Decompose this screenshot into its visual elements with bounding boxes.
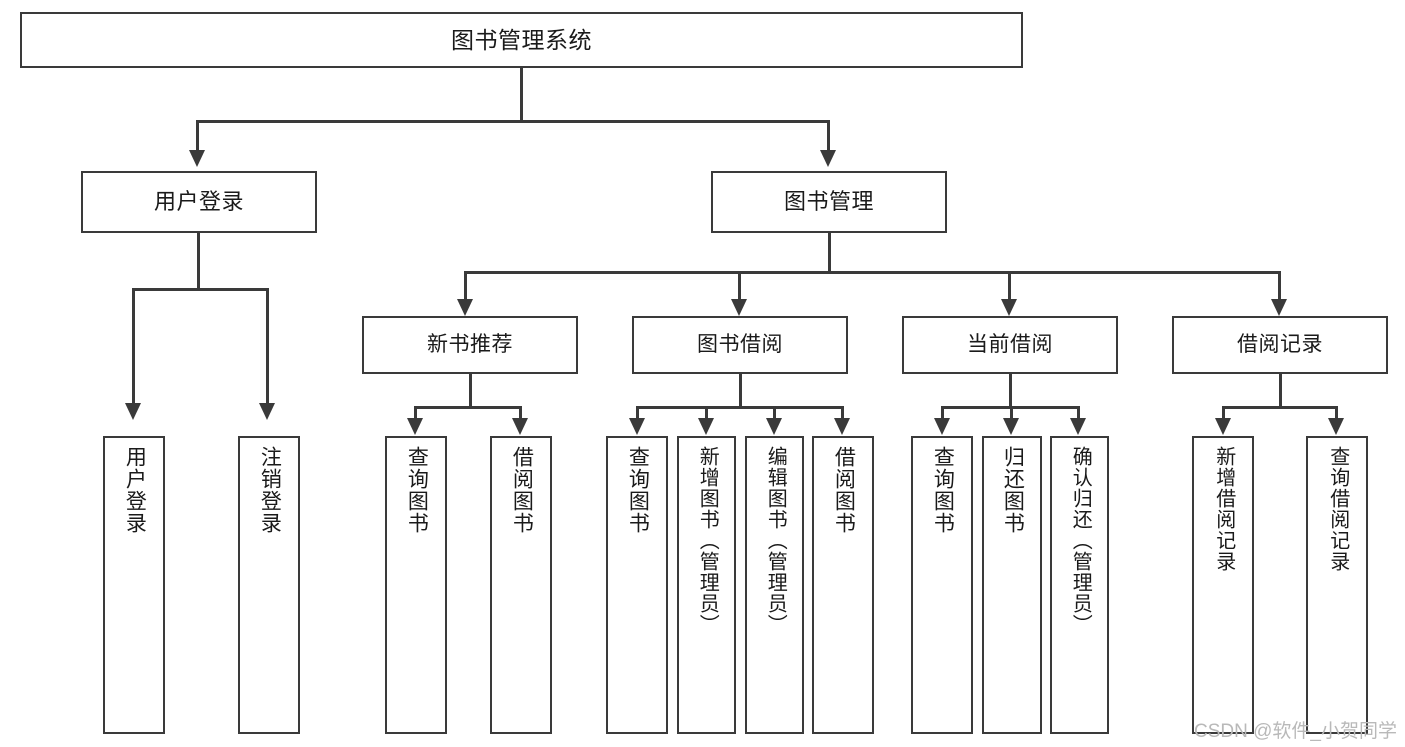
connector-user-login-to-leaf-2 bbox=[266, 288, 269, 403]
leaf-return-book[interactable]: 归还图书 bbox=[982, 436, 1042, 734]
node-new-book-recommend[interactable]: 新书推荐 bbox=[362, 316, 578, 374]
node-root-book-management-system[interactable]: 图书管理系统 bbox=[20, 12, 1023, 68]
node-label: 查询借阅记录 bbox=[1326, 446, 1349, 572]
node-label: 新书推荐 bbox=[427, 332, 513, 356]
node-label: 编辑图书（管理员） bbox=[764, 446, 787, 635]
leaf-borrow-book[interactable]: 借阅图书 bbox=[812, 436, 874, 734]
leaf-user-login[interactable]: 用户登录 bbox=[103, 436, 165, 734]
connector-user-login-bus bbox=[132, 288, 269, 291]
leaf-confirm-return-admin[interactable]: 确认归还（管理员） bbox=[1050, 436, 1109, 734]
leaf-query-book-recommend[interactable]: 查询图书 bbox=[385, 436, 447, 734]
connector-bb-stem bbox=[739, 374, 742, 406]
connector-br-bus bbox=[1222, 406, 1338, 409]
leaf-query-book-current[interactable]: 查询图书 bbox=[911, 436, 973, 734]
connector-nbr-stem bbox=[469, 374, 472, 406]
leaf-add-book-admin[interactable]: 新增图书（管理员） bbox=[677, 436, 736, 734]
node-label: 归还图书 bbox=[1001, 446, 1025, 534]
leaf-query-borrow-record[interactable]: 查询借阅记录 bbox=[1306, 436, 1368, 734]
node-label: 图书管理 bbox=[783, 189, 874, 215]
arrow-to-user-login-leaf bbox=[125, 403, 141, 420]
node-label: 查询图书 bbox=[931, 446, 955, 534]
connector-root-stem bbox=[520, 68, 523, 120]
node-current-borrow[interactable]: 当前借阅 bbox=[902, 316, 1118, 374]
node-label: 图书管理系统 bbox=[451, 26, 592, 53]
arrow-to-bb-leaf-3 bbox=[766, 418, 782, 435]
connector-book-management-bus bbox=[464, 271, 1281, 274]
connector-root-to-user-login bbox=[196, 120, 199, 150]
arrow-to-br-leaf-2 bbox=[1328, 418, 1344, 435]
node-label: 用户登录 bbox=[153, 189, 244, 215]
arrow-to-cb-leaf-2 bbox=[1003, 418, 1019, 435]
connector-br-to-leaf-2 bbox=[1335, 406, 1338, 420]
node-label: 查询图书 bbox=[405, 446, 429, 534]
arrow-to-bb-leaf-1 bbox=[629, 418, 645, 435]
node-user-login[interactable]: 用户登录 bbox=[81, 171, 317, 233]
node-label: 新增图书（管理员） bbox=[696, 446, 719, 635]
arrow-to-logout-leaf bbox=[259, 403, 275, 420]
connector-bm-to-current-borrow bbox=[1008, 271, 1011, 299]
arrow-to-cb-leaf-1 bbox=[934, 418, 950, 435]
connector-user-login-to-leaf-1 bbox=[132, 288, 135, 403]
leaf-add-borrow-record[interactable]: 新增借阅记录 bbox=[1192, 436, 1254, 734]
arrow-to-cb-leaf-3 bbox=[1070, 418, 1086, 435]
connector-bb-to-leaf-4 bbox=[841, 406, 844, 420]
arrow-to-borrow-records bbox=[1271, 299, 1287, 316]
connector-bb-to-leaf-3 bbox=[773, 406, 776, 420]
arrow-to-user-login bbox=[189, 150, 205, 167]
connector-root-to-book-management bbox=[827, 120, 830, 150]
leaf-edit-book-admin[interactable]: 编辑图书（管理员） bbox=[745, 436, 804, 734]
connector-bm-to-borrow-records bbox=[1278, 271, 1281, 299]
connector-nbr-to-leaf-2 bbox=[519, 406, 522, 420]
connector-br-stem bbox=[1279, 374, 1282, 406]
node-label: 注销登录 bbox=[258, 446, 282, 534]
node-label: 确认归还（管理员） bbox=[1069, 446, 1092, 635]
node-book-borrow[interactable]: 图书借阅 bbox=[632, 316, 848, 374]
connector-bm-to-new-book bbox=[464, 271, 467, 299]
connector-nbr-to-leaf-1 bbox=[414, 406, 417, 420]
connector-user-login-stem bbox=[197, 233, 200, 288]
connector-cb-stem bbox=[1009, 374, 1012, 406]
connector-nbr-bus bbox=[414, 406, 522, 409]
node-borrow-records[interactable]: 借阅记录 bbox=[1172, 316, 1388, 374]
node-label: 借阅图书 bbox=[832, 446, 856, 534]
connector-root-bus bbox=[196, 120, 830, 123]
connector-bb-bus bbox=[636, 406, 844, 409]
connector-cb-to-leaf-3 bbox=[1077, 406, 1080, 420]
node-label: 借阅图书 bbox=[510, 446, 534, 534]
node-label: 借阅记录 bbox=[1237, 332, 1323, 356]
arrow-to-nbr-leaf-2 bbox=[512, 418, 528, 435]
node-label: 用户登录 bbox=[123, 446, 147, 534]
node-label: 当前借阅 bbox=[967, 332, 1053, 356]
connector-br-to-leaf-1 bbox=[1222, 406, 1225, 420]
node-label: 新增借阅记录 bbox=[1212, 446, 1235, 572]
arrow-to-current-borrow bbox=[1001, 299, 1017, 316]
leaf-borrow-book-recommend[interactable]: 借阅图书 bbox=[490, 436, 552, 734]
connector-bb-to-leaf-2 bbox=[705, 406, 708, 420]
arrow-to-bb-leaf-2 bbox=[698, 418, 714, 435]
arrow-to-bb-leaf-4 bbox=[834, 418, 850, 435]
connector-cb-to-leaf-2 bbox=[1010, 406, 1013, 420]
connector-cb-to-leaf-1 bbox=[941, 406, 944, 420]
arrow-to-book-management bbox=[820, 150, 836, 167]
node-label: 查询图书 bbox=[626, 446, 650, 534]
arrow-to-br-leaf-1 bbox=[1215, 418, 1231, 435]
node-book-management[interactable]: 图书管理 bbox=[711, 171, 947, 233]
arrow-to-nbr-leaf-1 bbox=[407, 418, 423, 435]
connector-book-management-stem bbox=[828, 233, 831, 271]
arrow-to-new-book-recommend bbox=[457, 299, 473, 316]
leaf-logout[interactable]: 注销登录 bbox=[238, 436, 300, 734]
node-label: 图书借阅 bbox=[697, 332, 783, 356]
connector-bm-to-book-borrow bbox=[738, 271, 741, 299]
connector-bb-to-leaf-1 bbox=[636, 406, 639, 420]
leaf-query-book-borrow[interactable]: 查询图书 bbox=[606, 436, 668, 734]
arrow-to-book-borrow bbox=[731, 299, 747, 316]
